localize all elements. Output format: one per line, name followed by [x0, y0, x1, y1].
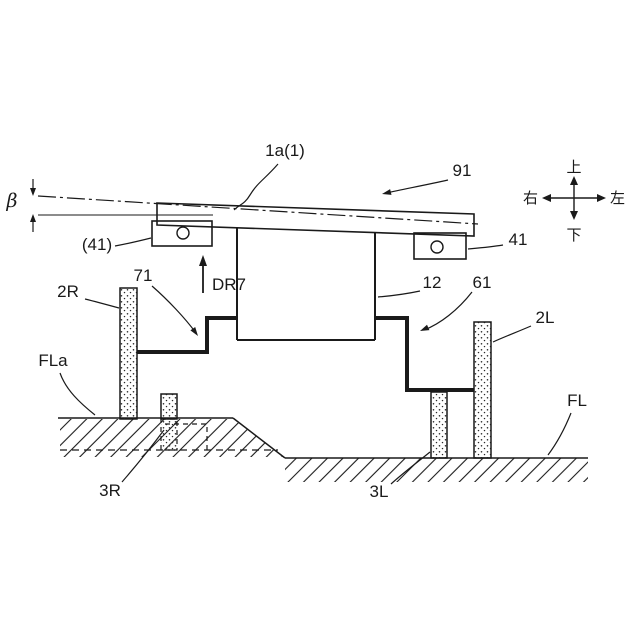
compass-down-label: 下 [566, 227, 581, 244]
compass-right-label: 右 [523, 190, 538, 207]
mount-bracket-right-41 [413, 232, 467, 260]
compass-left-tip-arrowhead [542, 194, 551, 202]
leader-12 [377, 290, 421, 298]
angle-dimension-beta [30, 179, 36, 232]
orientation-compass: 上 下 右 左 [523, 159, 625, 244]
leader-3r [121, 429, 165, 483]
leader-2l [492, 325, 532, 343]
label-71: 71 [134, 266, 153, 285]
leg-post-3r [160, 393, 178, 420]
ground [58, 417, 588, 482]
leader-fl [547, 412, 572, 456]
bolt-hole-left [176, 226, 190, 240]
leader-lines [59, 163, 572, 485]
plate-center-axis-line [37, 195, 479, 225]
compass-right-tip-arrowhead [597, 194, 606, 202]
compass-left-label: 左 [610, 190, 625, 207]
label-beta: β [6, 190, 18, 212]
leader-41-left [114, 237, 152, 247]
leader-71-arrowhead [190, 327, 198, 336]
leg-post-2r [119, 287, 138, 420]
mount-bracket-left-41 [151, 220, 213, 247]
label-1a1: 1a(1) [265, 141, 305, 160]
leg-post-2l [473, 321, 492, 459]
ground-slope-line [232, 417, 286, 459]
machine-body [137, 228, 474, 392]
hidden-lines-3r [165, 423, 208, 450]
leader-2r [84, 298, 120, 309]
plate-91-outline [156, 202, 475, 237]
leader-41-right [467, 244, 504, 250]
label-41-right: 41 [509, 230, 528, 249]
label-12: 12 [423, 273, 442, 292]
label-dr7: DR7 [212, 275, 246, 294]
label-fl: FL [567, 391, 587, 410]
label-2r: 2R [57, 282, 79, 301]
legs [119, 287, 492, 459]
leader-fla [59, 372, 96, 416]
beta-lower-arrowhead [30, 214, 36, 222]
label-61: 61 [473, 273, 492, 292]
step-bracket-left-71 [137, 316, 237, 354]
label-3l: 3L [370, 482, 389, 501]
beta-upper-arrowhead [30, 188, 36, 196]
leader-71 [151, 285, 197, 334]
leader-1a [233, 163, 279, 211]
leader-3l [390, 451, 431, 485]
leader-61 [423, 291, 473, 331]
leg-post-3r-buried [160, 418, 178, 451]
label-fla: FLa [38, 351, 68, 370]
body-12-outline [236, 228, 376, 341]
compass-down-arrowhead [570, 211, 578, 220]
bolt-hole-right [430, 240, 444, 254]
leader-91-arrowhead [382, 189, 392, 195]
leader-61-arrowhead [420, 324, 430, 331]
top-plate [37, 195, 479, 260]
leader-91 [385, 179, 449, 194]
label-91: 91 [453, 161, 472, 180]
step-bracket-right-61 [375, 316, 474, 392]
compass-up-arrowhead [570, 176, 578, 185]
dr7-arrowhead [199, 255, 207, 266]
direction-arrow-dr7 [199, 255, 207, 293]
leg-post-3l [430, 391, 448, 459]
part-labels: β 1a(1) 91 (41) 41 71 2R DR7 12 61 2L FL… [6, 141, 587, 501]
label-2l: 2L [536, 308, 555, 327]
label-3r: 3R [99, 481, 121, 500]
label-41-left: (41) [82, 235, 112, 254]
compass-up-label: 上 [566, 159, 581, 176]
ground-hatch-lower [285, 458, 588, 482]
